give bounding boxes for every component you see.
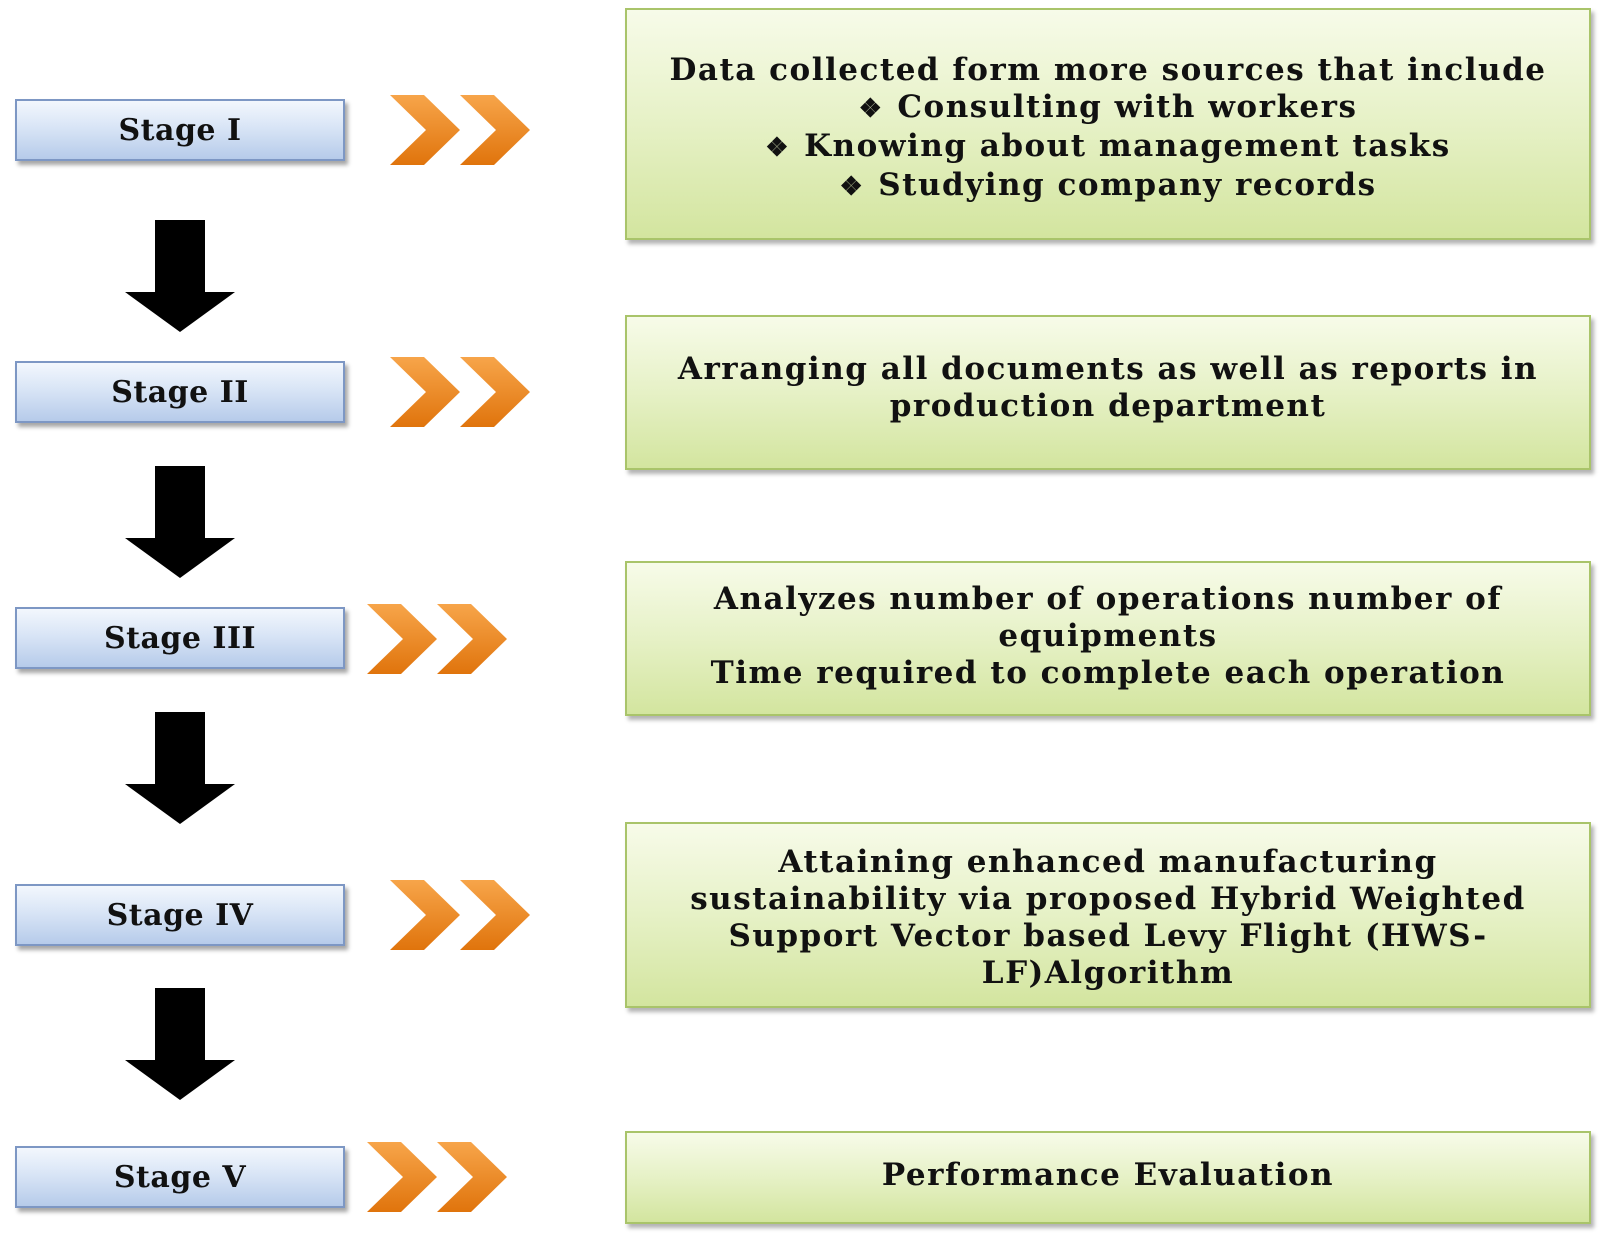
description-line: Performance Evaluation — [881, 1157, 1335, 1193]
arrow-down-icon — [125, 466, 235, 578]
stage-box-5: Stage V — [15, 1146, 345, 1208]
bullet-text: Knowing about management tasks — [804, 128, 1451, 164]
stage-2-description: Arranging all documents as well as repor… — [625, 315, 1591, 470]
bullet-item: ❖ Consulting with workers — [859, 89, 1358, 128]
arrow-down-icon — [125, 988, 235, 1100]
stage-box-4: Stage IV — [15, 884, 345, 946]
diamond-bullet-icon: ❖ — [839, 172, 865, 202]
description-line: Arranging all documents as well as repor… — [677, 351, 1539, 387]
stage-3-description: Analyzes number of operations number of … — [625, 561, 1591, 716]
diamond-bullet-icon: ❖ — [858, 94, 884, 124]
stage-1-description: Data collected form more sources that in… — [625, 8, 1591, 240]
arrow-down-icon — [125, 220, 235, 332]
bullet-item: ❖ Knowing about management tasks — [765, 128, 1450, 167]
stage-label: Stage II — [111, 374, 249, 410]
stage-label: Stage V — [113, 1159, 247, 1195]
double-chevron-right-icon — [390, 880, 530, 950]
stage-label: Stage III — [103, 620, 257, 656]
stage-label: Stage IV — [106, 897, 254, 933]
description-line: Time required to complete each operation — [710, 655, 1506, 691]
description-line: LF)Algorithm — [981, 955, 1235, 991]
description-line: Data collected form more sources that in… — [669, 52, 1547, 88]
description-line: Attaining enhanced manufacturing — [778, 844, 1438, 880]
stage-label: Stage I — [118, 112, 242, 148]
double-chevron-right-icon — [390, 357, 530, 427]
arrow-down-icon — [125, 712, 235, 824]
stage-4-description: Attaining enhanced manufacturing sustain… — [625, 822, 1591, 1008]
stage-box-1: Stage I — [15, 99, 345, 161]
bullet-item: ❖ Studying company records — [839, 167, 1376, 206]
double-chevron-right-icon — [367, 604, 507, 674]
double-chevron-right-icon — [390, 95, 530, 165]
description-line: Analyzes number of operations number of — [713, 581, 1503, 617]
description-line: equipments — [998, 618, 1218, 654]
bullet-text: Studying company records — [878, 167, 1377, 203]
double-chevron-right-icon — [367, 1142, 507, 1212]
stage-box-3: Stage III — [15, 607, 345, 669]
description-line: Support Vector based Levy Flight (HWS- — [728, 918, 1488, 954]
stage-5-description: Performance Evaluation — [625, 1131, 1591, 1224]
stage-box-2: Stage II — [15, 361, 345, 423]
bullet-text: Consulting with workers — [897, 89, 1358, 125]
description-line: sustainability via proposed Hybrid Weigh… — [690, 881, 1526, 917]
description-line: production department — [889, 388, 1327, 424]
diamond-bullet-icon: ❖ — [765, 133, 791, 163]
